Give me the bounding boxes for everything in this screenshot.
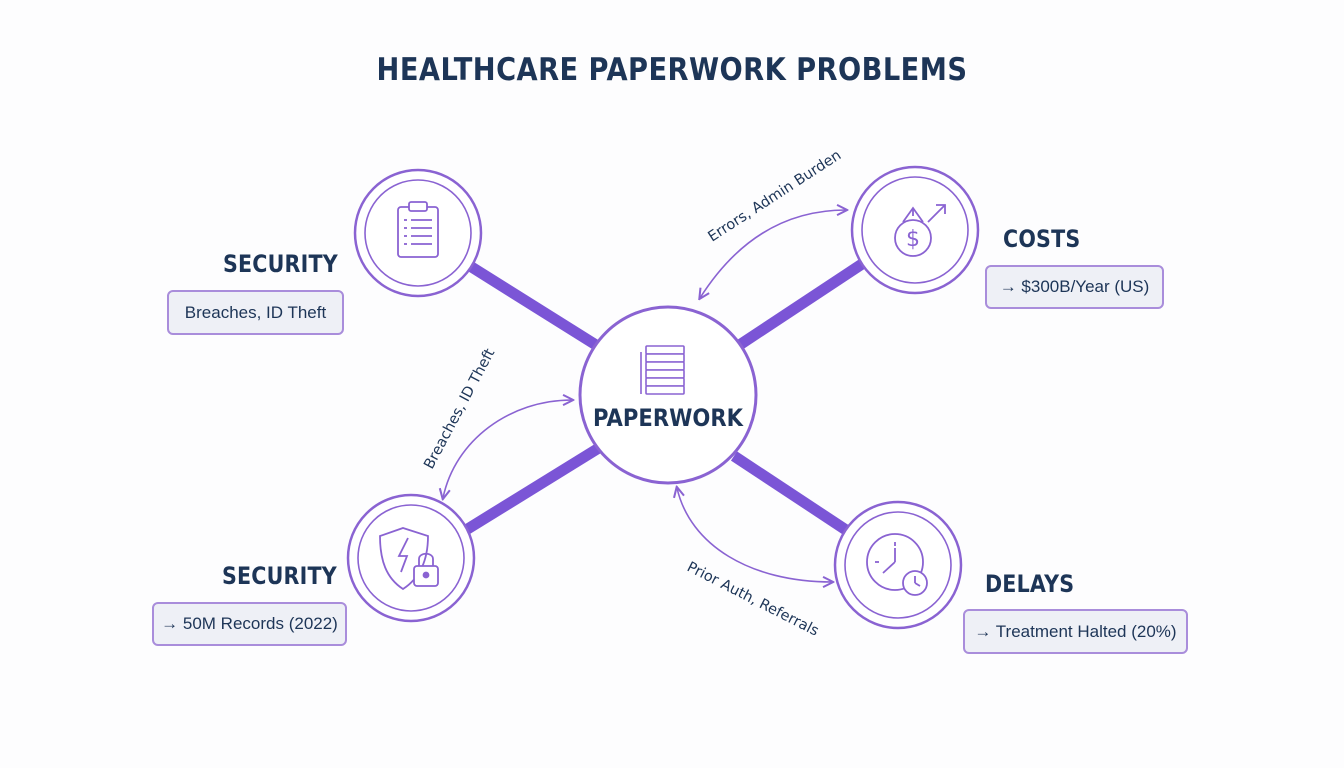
arrow-costs bbox=[700, 210, 846, 298]
node-delays bbox=[833, 500, 963, 630]
center-node bbox=[578, 305, 758, 485]
arrow-security bbox=[443, 400, 572, 498]
connector-delays bbox=[730, 451, 850, 535]
heading-delays: DELAYS bbox=[985, 570, 1075, 598]
tag-costs: → $300B/Year (US) bbox=[985, 265, 1164, 309]
node-costs: $ bbox=[850, 165, 980, 295]
tag-security-bottom: → 50M Records (2022) bbox=[152, 602, 347, 646]
connector-security-bottom bbox=[463, 441, 605, 535]
shield-lock-icon bbox=[379, 527, 439, 591]
money-growth-icon bbox=[894, 204, 946, 257]
arrow-label-security: Breaches, ID Theft bbox=[421, 346, 498, 472]
clipboard-icon bbox=[397, 201, 439, 258]
arrow-delays bbox=[677, 488, 832, 582]
connector-costs bbox=[734, 259, 866, 351]
node-security-bottom bbox=[346, 493, 476, 623]
arrow-label-costs: Errors, Admin Burden bbox=[705, 147, 844, 245]
page-title: HEALTHCARE PAPERWORK PROBLEMS bbox=[376, 52, 968, 88]
tag-delays-text: → Treatment Halted (20%) bbox=[974, 621, 1177, 641]
tag-costs-text: → $300B/Year (US) bbox=[999, 277, 1150, 296]
heading-security-bottom: SECURITY bbox=[222, 562, 337, 590]
tag-security-bottom-text: → 50M Records (2022) bbox=[161, 614, 338, 633]
dollar-glyph: $ bbox=[906, 227, 920, 252]
connector-security-top bbox=[467, 261, 599, 350]
tag-delays: → Treatment Halted (20%) bbox=[963, 609, 1188, 654]
node-security-top bbox=[353, 168, 483, 298]
heading-security-top: SECURITY bbox=[223, 250, 338, 278]
tag-security-top-text: Breaches, ID Theft bbox=[184, 302, 327, 322]
paper-stack-icon bbox=[640, 345, 685, 395]
heading-costs: COSTS bbox=[1003, 225, 1081, 253]
tag-security-top: Breaches, ID Theft bbox=[167, 290, 344, 335]
clock-icon bbox=[866, 533, 928, 596]
center-label: PAPERWORK bbox=[593, 404, 743, 432]
arrow-label-delays: Prior Auth, Referrals bbox=[684, 559, 821, 639]
